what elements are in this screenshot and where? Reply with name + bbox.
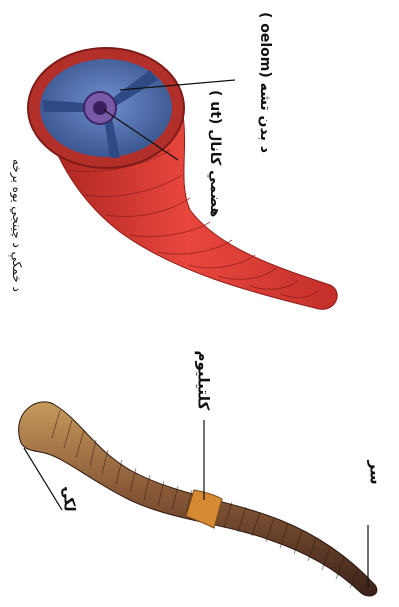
label-clitellum: كلتيليوم <box>196 351 211 421</box>
gut-lumen <box>93 101 107 115</box>
label-segment: د خمكې د چينجي يوه برخه <box>11 159 23 329</box>
label-head: سر <box>368 461 383 491</box>
label-coelom: ( oelom) د بدن تشه <box>258 12 272 182</box>
worm-segment-illustration <box>28 48 337 309</box>
label-tail: لكۍ <box>62 489 77 519</box>
label-gut: ( ut) هضمي كانال <box>208 90 222 220</box>
